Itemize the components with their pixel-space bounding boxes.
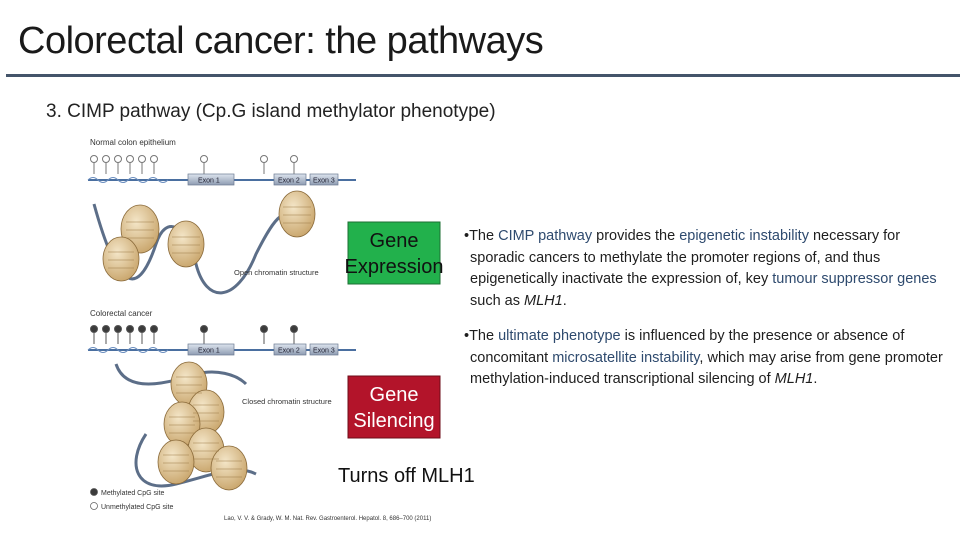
exon-2-label: Exon 2 — [278, 178, 300, 185]
exon-3-label-bottom: Exon 3 — [313, 348, 335, 355]
cimp-figure: Normal colon epithelium Exon 1 Exon 2 Ex… — [86, 134, 475, 528]
bullet-1-text: . — [562, 292, 567, 309]
legend-unmethylated: Unmethylated CpG site — [101, 504, 173, 511]
panel-label-cancer: Colorectal cancer — [90, 309, 153, 318]
exon-boxes-bottom: Exon 1 Exon 2 Exon 3 — [187, 343, 339, 356]
bullet-2-text: •The — [464, 328, 499, 344]
exon-2-label-bottom: Exon 2 — [278, 348, 300, 355]
bullet-2-highlight: microsatellite instability — [552, 349, 700, 366]
methylated-cpg-legend-icon — [90, 488, 98, 496]
unmethylated-cpg-sites-top — [90, 155, 298, 174]
figure-citation: Lao, V. V. & Grady, W. M. Nat. Rev. Gast… — [224, 516, 431, 522]
bullet-2-text: , which may arise from gene promoter met… — [470, 349, 943, 388]
slide-subtitle: 3. CIMP pathway (Cp.G island methylator … — [46, 101, 496, 122]
bullet-ultimate-phenotype: •The ultimate phenotype is influenced by… — [464, 326, 958, 391]
gene-silencing-line1: Gene — [370, 384, 419, 406]
closed-chromatin-label: Closed chromatin structure — [242, 397, 332, 406]
bullet-list: •The CIMP pathway provides the epigeneti… — [464, 226, 958, 405]
gene-expression-line1: Gene — [370, 230, 419, 252]
bullet-2-text: is influenced by the presence or absence… — [470, 328, 905, 366]
bullet-1-text: •The — [464, 228, 499, 244]
exon-boxes-top: Exon 1 Exon 2 Exon 3 — [187, 173, 339, 186]
gene-silencing-box: Gene Silencing — [347, 375, 441, 439]
bullet-1-gene-name: MLH1 — [524, 292, 563, 309]
open-chromatin-label: Open chromatin structure — [234, 268, 319, 277]
bullet-1-highlight: CIMP pathway — [498, 228, 593, 244]
gene-expression-line2: Expression — [345, 256, 444, 278]
unmethylated-cpg-legend-icon — [90, 502, 98, 510]
slide-title: Colorectal cancer: the pathways — [18, 20, 544, 62]
methylated-cpg-sites-bottom — [90, 325, 298, 344]
turns-off-mlh1-label: Turns off MLH1 — [338, 465, 475, 487]
bullet-2-text: . — [813, 371, 818, 387]
bullet-cimp-pathway: •The CIMP pathway provides the epigeneti… — [464, 226, 958, 312]
gene-silencing-line2: Silencing — [353, 410, 434, 432]
title-underline — [6, 74, 960, 77]
cpg-legend: Methylated CpG site Unmethylated CpG sit… — [90, 488, 173, 511]
cimp-diagram: Normal colon epithelium Exon 1 Exon 2 Ex… — [87, 138, 475, 522]
bullet-1-highlight: epigenetic instability — [679, 228, 809, 244]
open-chromatin — [92, 190, 316, 295]
panel-label-normal: Normal colon epithelium — [90, 138, 176, 147]
bullet-2-gene-name: MLH1 — [774, 371, 814, 387]
closed-chromatin — [114, 361, 257, 491]
bullet-2-highlight: ultimate phenotype — [498, 328, 621, 344]
exon-3-label: Exon 3 — [313, 178, 335, 185]
bullet-1-text: provides the — [592, 228, 680, 244]
legend-methylated: Methylated CpG site — [101, 490, 165, 497]
bullet-1-text: such as — [470, 292, 524, 309]
gene-expression-box: Gene Expression — [345, 221, 444, 285]
exon-1-label-bottom: Exon 1 — [198, 348, 220, 355]
exon-1-label: Exon 1 — [198, 178, 220, 185]
bullet-1-highlight: tumour suppressor genes — [772, 271, 937, 287]
bullet-1-text: necessary for sporadic cancers to methyl… — [470, 228, 901, 287]
